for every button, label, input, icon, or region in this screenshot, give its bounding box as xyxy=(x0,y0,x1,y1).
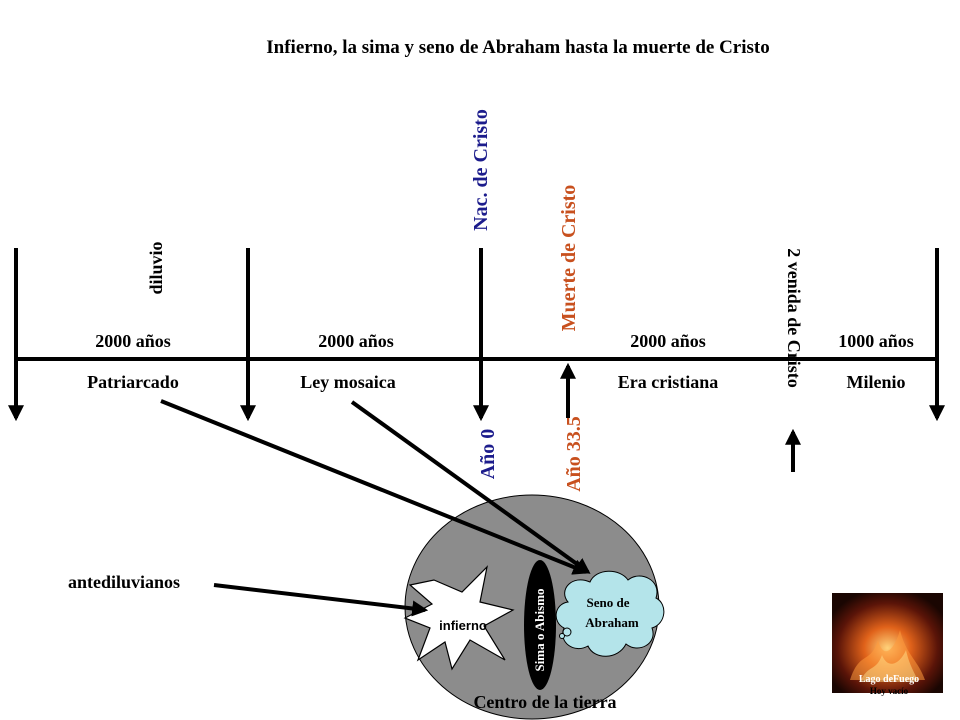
label-muerte: Muerte de Cristo xyxy=(558,185,580,332)
label-antediluvianos: antediluvianos xyxy=(68,572,180,592)
sima-ellipse xyxy=(524,560,556,690)
arrow-patriarcado xyxy=(160,399,589,575)
label-diluvio: diluvio xyxy=(146,241,166,294)
label-segunda-venida: 2 venida de Cristo xyxy=(784,248,804,388)
period-years-1: 2000 años xyxy=(95,331,171,351)
label-seno-1: Seno de xyxy=(587,595,630,610)
label-nacimiento: Nac. de Cristo xyxy=(470,109,492,231)
period-years-2: 2000 años xyxy=(318,331,394,351)
period-years-3: 2000 años xyxy=(630,331,706,351)
arrow-antediluvianos xyxy=(213,583,429,617)
lake-of-fire-image xyxy=(832,593,943,693)
period-name-4: Milenio xyxy=(847,372,906,392)
period-name-1: Patriarcado xyxy=(87,372,179,392)
label-lago-1: Lago deFuego xyxy=(859,674,919,685)
label-anio-33: Año 33.5 xyxy=(563,416,585,492)
period-years-4: 1000 años xyxy=(838,331,914,351)
label-infierno: infierno xyxy=(439,618,487,633)
page-title: Infierno, la sima y seno de Abraham hast… xyxy=(266,37,769,58)
period-name-2: Ley mosaica xyxy=(300,372,395,392)
label-lago-2: Hoy vacío xyxy=(870,686,909,696)
arrow-ley-mosaica xyxy=(350,400,591,574)
seno-cloud xyxy=(555,570,665,657)
label-seno-2: Abraham xyxy=(585,615,639,630)
label-sima: Sima o Abismo xyxy=(532,588,547,671)
label-anio-0: Año 0 xyxy=(477,429,499,480)
period-name-3: Era cristiana xyxy=(618,372,719,392)
label-centro: Centro de la tierra xyxy=(473,692,616,712)
